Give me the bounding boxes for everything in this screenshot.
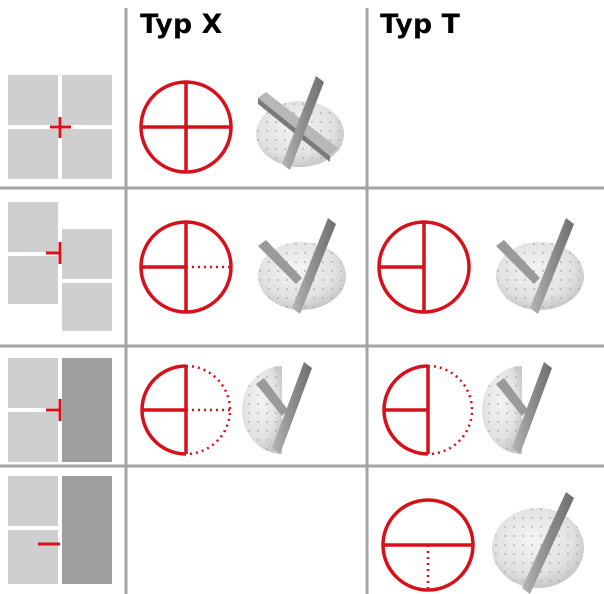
row-2-typ-x-symbol — [139, 220, 233, 314]
wall — [62, 358, 112, 462]
row-3-typ-t-symbol — [382, 364, 474, 456]
tile — [8, 75, 58, 125]
wall — [62, 476, 112, 584]
red-cross-marker — [50, 117, 71, 138]
red-t-marker — [46, 242, 62, 264]
t-spacer-disc-icon — [258, 218, 346, 314]
t-spacer-disc-icon — [492, 492, 584, 594]
row-2-typ-t-symbol — [377, 220, 471, 314]
tile — [8, 412, 58, 462]
tile — [8, 256, 58, 304]
t-spacer-half-icon — [482, 362, 552, 454]
tile — [8, 202, 58, 252]
tile — [62, 283, 112, 331]
row-4-typ-t-symbol — [381, 498, 475, 592]
header-typ-x: Typ X — [140, 9, 223, 40]
row-3-tile-layout — [8, 358, 112, 462]
tile — [8, 476, 58, 526]
red-t-marker — [46, 399, 62, 421]
t-spacer-disc-icon — [496, 218, 584, 314]
tile — [8, 358, 58, 408]
tile — [62, 229, 112, 279]
tile — [62, 75, 112, 125]
tile — [8, 129, 58, 179]
x-spacer-disc-icon — [256, 76, 344, 170]
row-1-typ-x-symbol — [139, 80, 233, 174]
header-typ-t: Typ T — [380, 9, 461, 40]
tile — [8, 530, 58, 584]
table-grid — [0, 8, 604, 594]
tile — [62, 129, 112, 179]
row-1-tile-layout — [8, 75, 112, 179]
t-spacer-half-icon — [242, 362, 312, 454]
row-3-typ-x-symbol — [140, 364, 232, 456]
row-2-tile-layout — [8, 202, 112, 331]
row-4-tile-layout — [8, 476, 112, 584]
